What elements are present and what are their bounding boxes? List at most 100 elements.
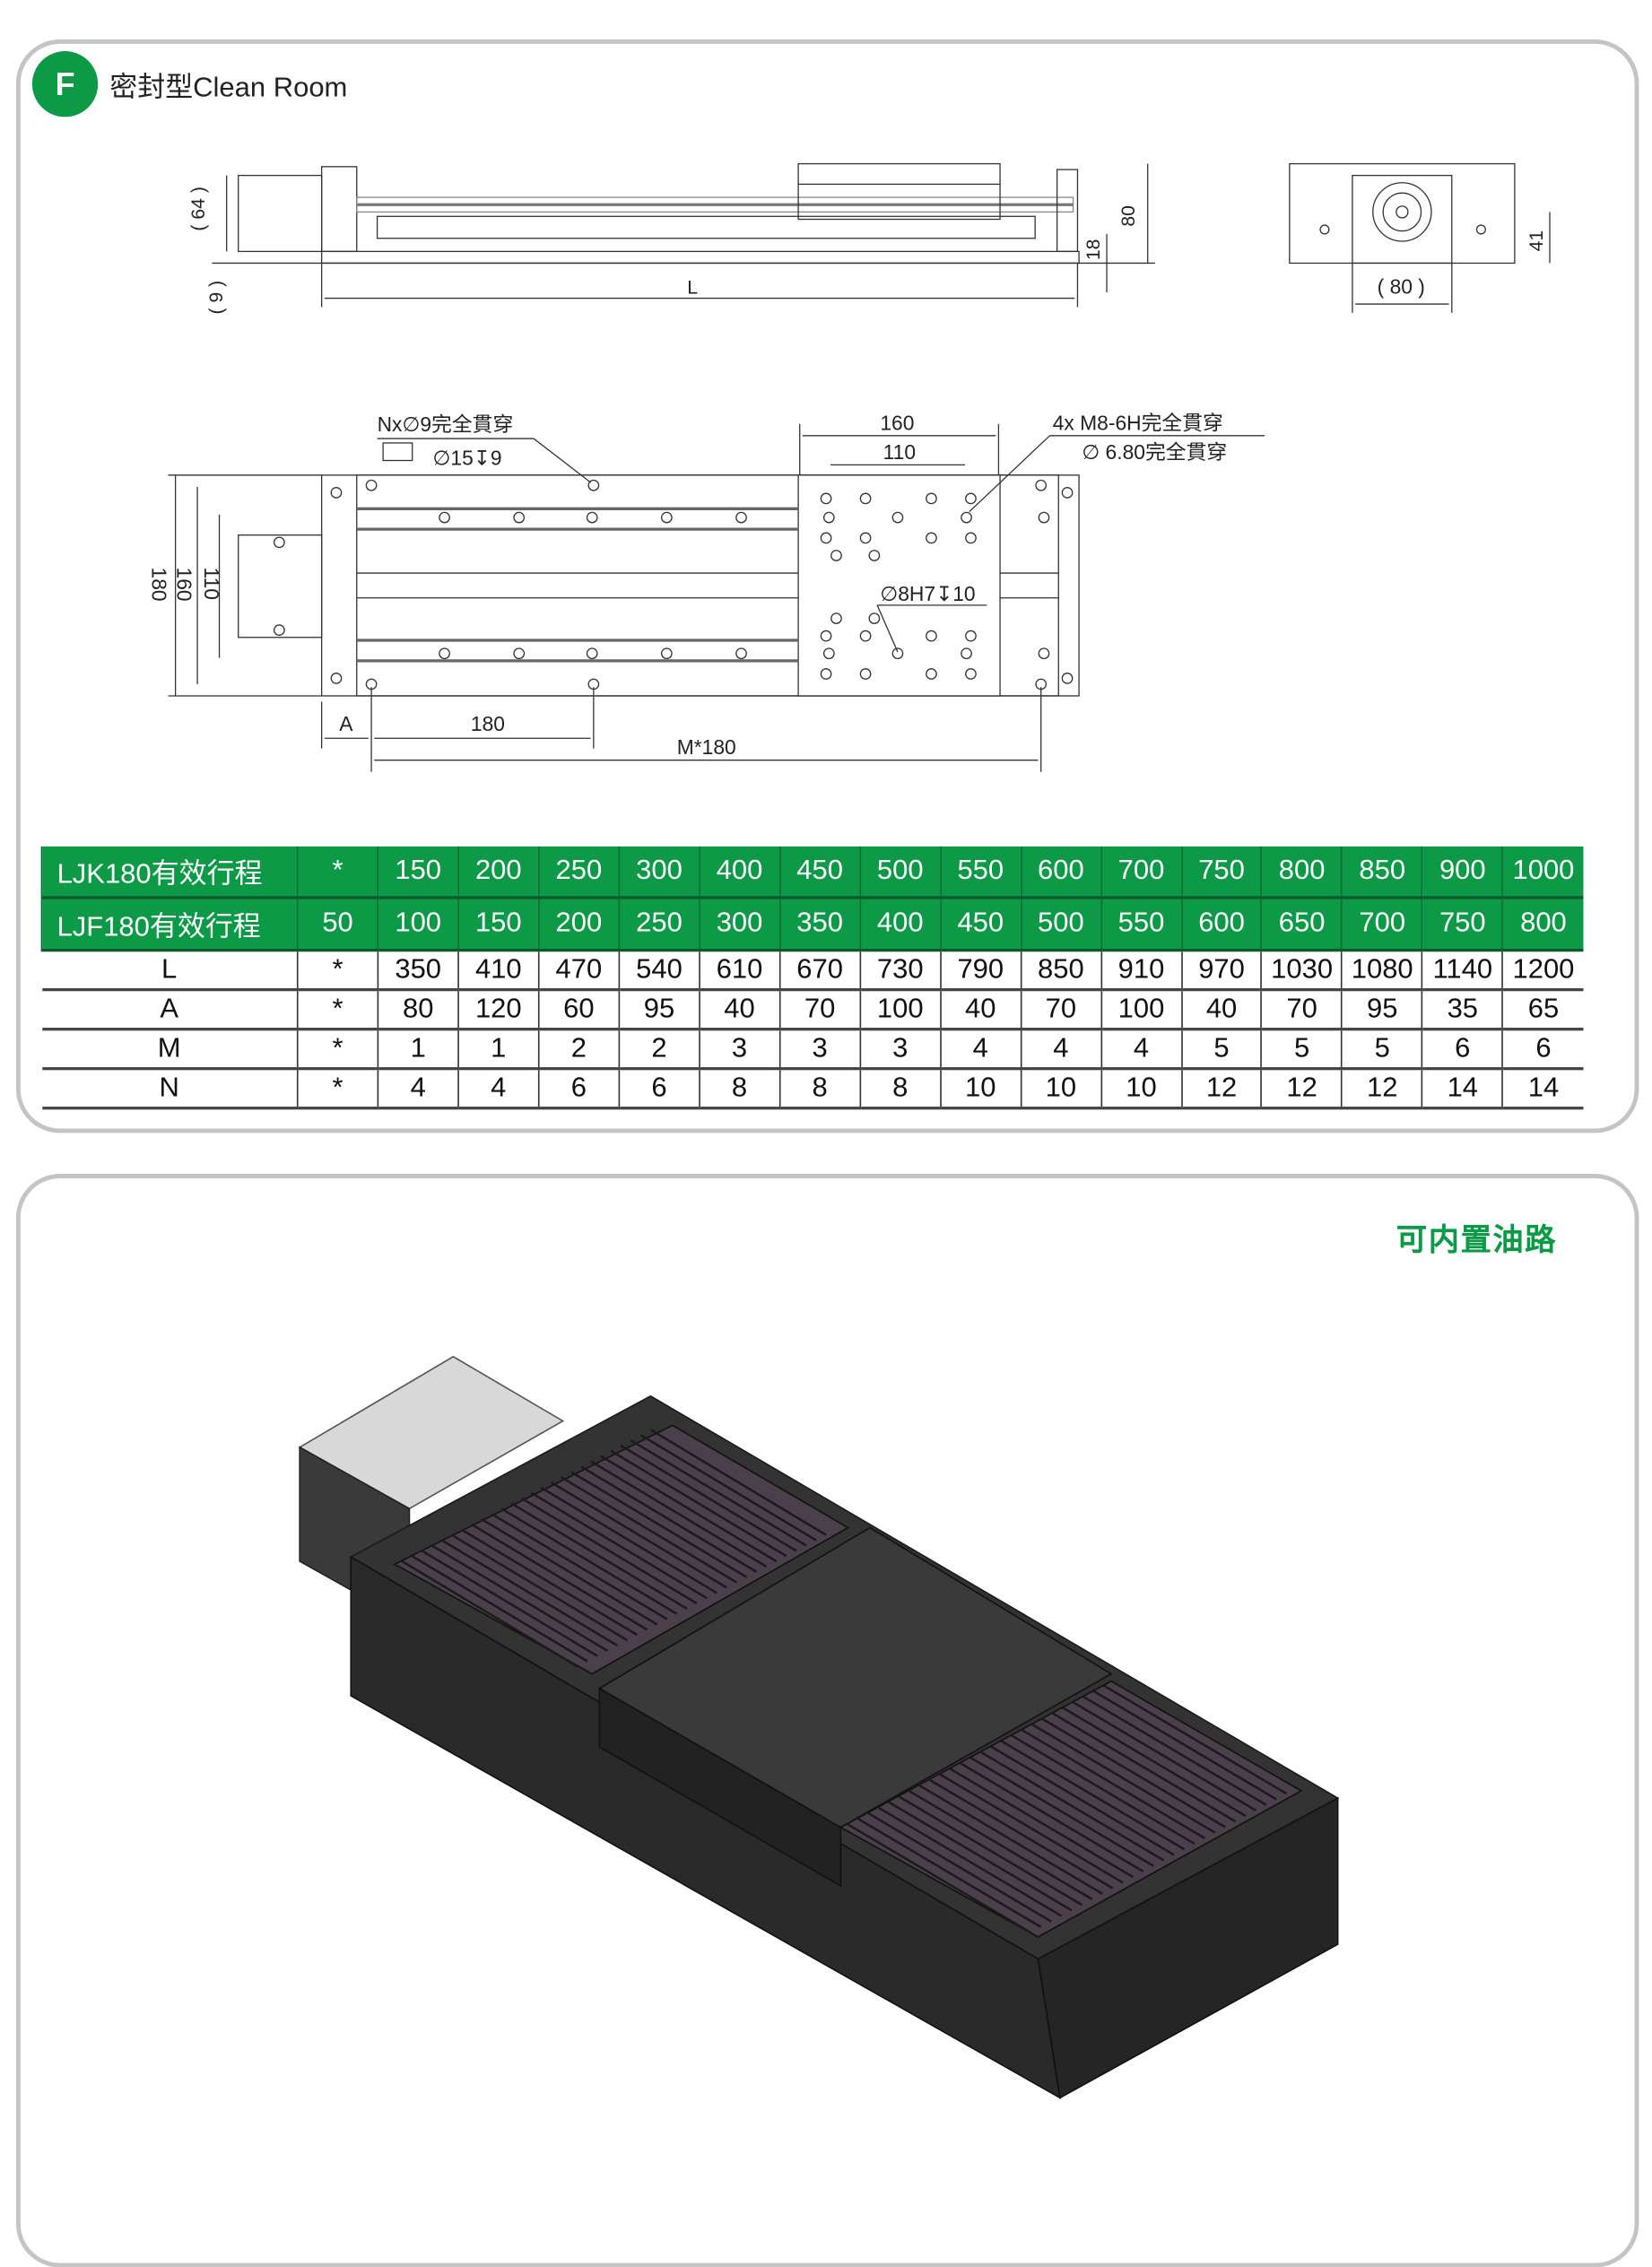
table-cell: 800	[1501, 897, 1584, 952]
table-cell: 4	[939, 1029, 1022, 1071]
mounting-hole	[365, 479, 378, 491]
table-cell: 600	[1020, 846, 1101, 899]
mounting-hole	[926, 492, 937, 505]
table-cell: 12	[1341, 1068, 1423, 1110]
bellows-rib	[471, 1523, 648, 1631]
mounting-hole	[820, 492, 832, 505]
table-cell: 8	[778, 1068, 860, 1110]
bellows-rib	[1031, 1723, 1216, 1834]
mounting-hole	[830, 550, 842, 561]
table-cell: 6	[1501, 1029, 1584, 1071]
table-cell: 1200	[1501, 950, 1584, 992]
table-cell: 2	[618, 1029, 700, 1071]
table-cell: 790	[939, 950, 1022, 992]
table-cell: 250	[537, 846, 620, 899]
dim-80: 80	[1118, 205, 1139, 227]
bellows-rib	[580, 1465, 758, 1573]
dim-110: 110	[883, 440, 916, 464]
bellows-rib	[898, 1795, 1082, 1907]
table-cell: 40	[698, 989, 780, 1031]
row-label: A	[41, 989, 298, 1031]
table-cell: 350	[778, 897, 860, 952]
bellows-rib	[1062, 1707, 1247, 1818]
table-cell: *	[296, 1068, 378, 1110]
mounting-hole	[961, 511, 972, 524]
bellows-rib	[857, 1818, 1042, 1928]
dim-64: ( 64 )	[188, 187, 209, 230]
mounting-hole	[1035, 479, 1048, 491]
bellows-rib	[1072, 1701, 1256, 1811]
table-cell: 4	[457, 1068, 539, 1110]
mounting-hole	[868, 612, 881, 624]
note-n-holes: Nx∅9完全貫穿	[378, 413, 514, 436]
mounting-hole	[439, 511, 450, 524]
note-m8-drill: ∅ 6.80完全貫穿	[1082, 440, 1227, 464]
bellows-rib	[1021, 1729, 1205, 1839]
table-cell: 610	[698, 950, 780, 992]
table-cell: 14	[1422, 1068, 1503, 1110]
mounting-hole	[926, 630, 937, 642]
mounting-hole	[822, 511, 835, 524]
table-cell: 800	[1261, 846, 1343, 899]
bellows-rib	[1052, 1712, 1237, 1823]
table-cell: 120	[457, 989, 539, 1031]
table-cell: 100	[1100, 989, 1182, 1031]
table-cell: 1140	[1422, 950, 1503, 992]
bellows-rib	[520, 1497, 698, 1605]
bellows-rib	[918, 1785, 1103, 1895]
bellows-rib	[561, 1476, 737, 1584]
table-cell: 700	[1341, 897, 1423, 952]
mounting-hole	[965, 492, 977, 505]
row-label: L	[41, 950, 298, 992]
mounting-hole	[965, 668, 977, 680]
mounting-hole	[1038, 647, 1050, 660]
note-counterbore: ∅15↧9	[433, 446, 502, 469]
table-cell: 470	[537, 950, 620, 992]
table-cell: 100	[859, 989, 941, 1031]
bellows-rib	[441, 1539, 618, 1647]
table-cell: 850	[1341, 846, 1423, 899]
mounting-hole	[586, 647, 598, 660]
table-cell: 550	[1100, 897, 1182, 952]
mounting-hole	[830, 612, 842, 624]
mounting-hole	[661, 647, 673, 660]
dim-180-vertical: 180	[148, 568, 171, 602]
bellows-rib	[421, 1550, 598, 1657]
bellows-rib	[1001, 1740, 1186, 1851]
table-cell: 35	[1422, 989, 1503, 1031]
dim-M-180: M*180	[677, 735, 736, 759]
table-cell: 400	[698, 846, 780, 899]
mounting-hole	[961, 647, 972, 660]
table-cell: 410	[457, 950, 539, 992]
bellows-rib	[909, 1790, 1093, 1901]
table-cell: 6	[1422, 1029, 1503, 1071]
mounting-hole	[439, 647, 450, 660]
table-cell: 2	[537, 1029, 620, 1071]
dim-L: L	[687, 278, 698, 299]
table-cell: 550	[939, 846, 1022, 899]
mounting-hole	[926, 532, 937, 544]
mounting-hole	[587, 479, 600, 491]
mounting-hole	[868, 550, 881, 561]
mounting-hole	[891, 511, 904, 524]
mounting-hole	[274, 624, 285, 636]
table-cell: 970	[1180, 950, 1262, 992]
mounting-hole	[513, 647, 526, 660]
table-cell: 6	[618, 1068, 700, 1110]
table-cell: 1030	[1261, 950, 1343, 992]
table-cell: 5	[1261, 1029, 1343, 1071]
bellows-rib	[461, 1528, 639, 1637]
bellows-rib	[481, 1518, 658, 1626]
table-cell: 60	[537, 989, 620, 1031]
table-cell: *	[296, 846, 378, 899]
note-m8-thread: 4x M8-6H完全貫穿	[1053, 411, 1223, 434]
table-cell: 200	[537, 897, 620, 952]
table-cell: 500	[859, 846, 941, 899]
dim-160-vertical: 160	[172, 568, 196, 602]
mounting-hole	[330, 673, 343, 684]
mounting-hole	[859, 532, 872, 544]
table-cell: 150	[457, 897, 539, 952]
bellows-rib	[550, 1481, 727, 1589]
